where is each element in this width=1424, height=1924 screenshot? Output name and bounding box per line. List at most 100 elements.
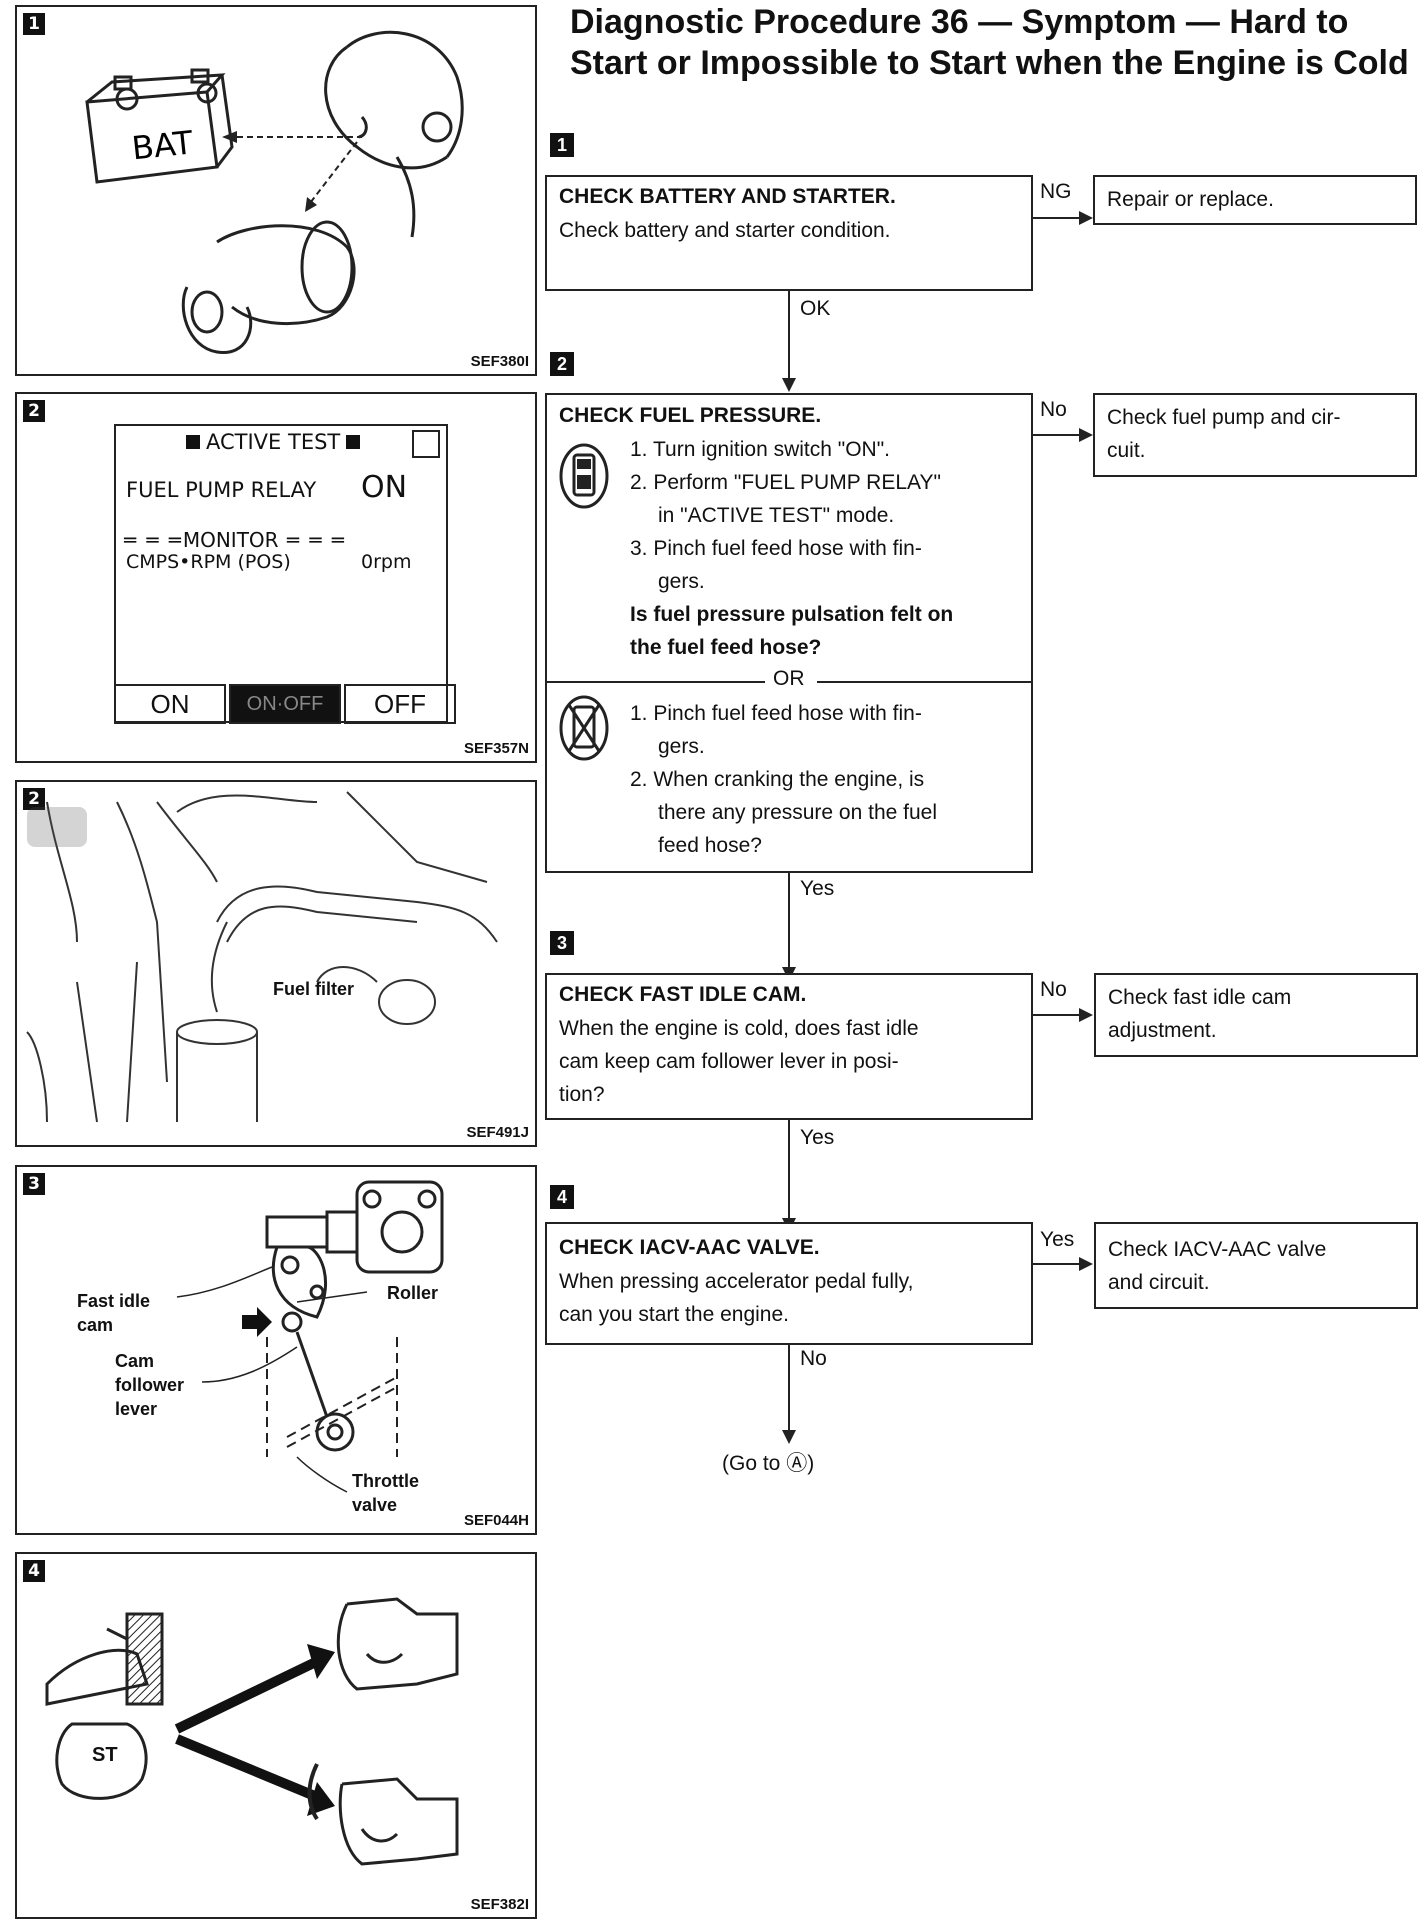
illustration-panel-5: 4 ST SEF382I bbox=[15, 1552, 537, 1919]
active-test-header: ACTIVE TEST bbox=[186, 430, 361, 454]
screen-sensor-label: CMPS•RPM (POS) bbox=[126, 551, 291, 573]
step4-no-connector bbox=[788, 1345, 790, 1432]
step2-no-label: No bbox=[1040, 398, 1067, 421]
ng-action-box: Repair or replace. bbox=[1093, 175, 1417, 225]
or-divider-left bbox=[547, 681, 765, 683]
illustration-panel-1: 1 BAT SEF380I bbox=[15, 5, 537, 376]
ng-connector bbox=[1033, 217, 1081, 219]
ng-action-text: Repair or replace. bbox=[1107, 188, 1274, 211]
step4-title: CHECK IACV-AAC VALVE. bbox=[559, 1236, 820, 1259]
figure-code: SEF044H bbox=[463, 1512, 529, 1529]
step-badge-2: 2 bbox=[550, 352, 574, 376]
consult-screen: ACTIVE TEST FUEL PUMP RELAY ON ═ ═ ═MONI… bbox=[114, 424, 448, 723]
figure-code: SEF357N bbox=[463, 740, 529, 757]
step4-text-line: can you start the engine. bbox=[559, 1303, 789, 1326]
step3-no-action-box: Check fast idle cam adjustment. bbox=[1094, 973, 1418, 1057]
screen-checkbox-icon bbox=[412, 430, 440, 458]
step2-method-a: 1. Turn ignition switch "ON". 2. Perform… bbox=[630, 433, 953, 664]
step2-no-arrowhead bbox=[1079, 428, 1093, 442]
step3-text-line: tion? bbox=[559, 1083, 605, 1106]
screen-item-label: FUEL PUMP RELAY bbox=[126, 478, 317, 502]
step3-no-action-line: Check fast idle cam bbox=[1108, 986, 1292, 1009]
figure-code: SEF491J bbox=[466, 1124, 529, 1141]
step2-a-question: Is fuel pressure pulsation felt on bbox=[630, 603, 954, 626]
step4-yes-arrowhead bbox=[1079, 1257, 1093, 1271]
step2-a-line: 3. Pinch fuel feed hose with fin- bbox=[630, 537, 922, 560]
step4-no-arrowhead bbox=[782, 1430, 796, 1444]
ok-connector bbox=[788, 291, 790, 380]
step2-no-action-line: cuit. bbox=[1107, 439, 1146, 462]
illustration-panel-4: 3 Fast idle cam Roller Cam followe bbox=[15, 1165, 537, 1535]
step2-box: CHECK FUEL PRESSURE. 1. Turn ignition sw… bbox=[545, 393, 1033, 873]
illustration-panel-3: 2 Fuel filter SEF491J bbox=[15, 780, 537, 1147]
step3-no-label: No bbox=[1040, 978, 1067, 1001]
figure-code: SEF380I bbox=[470, 353, 529, 370]
step2-a-line: gers. bbox=[658, 570, 705, 593]
screen-item-value: ON bbox=[361, 470, 408, 505]
step3-text-line: When the engine is cold, does fast idle bbox=[559, 1017, 919, 1040]
screen-button-on: ON bbox=[114, 684, 226, 724]
step3-text-line: cam keep cam follower lever in posi- bbox=[559, 1050, 899, 1073]
step2-a-line: in "ACTIVE TEST" mode. bbox=[658, 504, 895, 527]
step2-no-action-box: Check fuel pump and cir- cuit. bbox=[1093, 393, 1417, 477]
step2-title: CHECK FUEL PRESSURE. bbox=[559, 404, 822, 427]
panel-badge: 4 bbox=[23, 1560, 45, 1582]
step2-yes-connector bbox=[788, 873, 790, 969]
step2-b-line: gers. bbox=[658, 735, 705, 758]
step4-box: CHECK IACV-AAC VALVE. When pressing acce… bbox=[545, 1222, 1033, 1345]
fuel-filter-illustration bbox=[26, 791, 498, 1123]
panel-badge: 3 bbox=[23, 1173, 45, 1195]
step3-no-arrowhead bbox=[1079, 1008, 1093, 1022]
ng-arrowhead bbox=[1079, 211, 1093, 225]
panel-badge: 2 bbox=[23, 788, 45, 810]
panel-badge: 1 bbox=[23, 13, 45, 35]
accelerator-start-illustration bbox=[45, 1597, 459, 1866]
step3-no-connector bbox=[1033, 1014, 1081, 1016]
monitor-label: MONITOR bbox=[182, 528, 279, 552]
step2-b-line: feed hose? bbox=[658, 834, 762, 857]
step-badge-3: 3 bbox=[550, 931, 574, 955]
fast-idle-cam-illustration bbox=[176, 1180, 444, 1493]
roller-callout: Roller bbox=[387, 1283, 439, 1303]
step2-no-connector bbox=[1033, 434, 1081, 436]
step2-a-line: 2. Perform "FUEL PUMP RELAY" bbox=[630, 471, 941, 494]
step2-a-line: 1. Turn ignition switch "ON". bbox=[630, 438, 891, 461]
step2-b-line: 2. When cranking the engine, is bbox=[630, 768, 925, 791]
step4-yes-action-line: Check IACV-AAC valve bbox=[1108, 1238, 1327, 1261]
battery-label: BAT bbox=[130, 123, 195, 167]
page-title: Diagnostic Procedure 36 — Symptom — Hard… bbox=[570, 3, 1409, 82]
step2-a-question: the fuel feed hose? bbox=[630, 636, 822, 659]
screen-sensor-value: 0rpm bbox=[361, 551, 412, 573]
step3-box: CHECK FAST IDLE CAM. When the engine is … bbox=[545, 973, 1033, 1120]
monitor-row: ═ ═ ═MONITOR ═ ═ ═ bbox=[124, 528, 346, 552]
ok-arrowhead bbox=[782, 378, 796, 392]
consult-tool-icon bbox=[559, 443, 609, 509]
st-label: ST bbox=[92, 1744, 118, 1766]
step4-text-line: When pressing accelerator pedal fully, bbox=[559, 1270, 914, 1293]
step1-box: CHECK BATTERY AND STARTER. Check battery… bbox=[545, 175, 1033, 291]
screen-header: ACTIVE TEST bbox=[206, 430, 341, 454]
step2-b-line: 1. Pinch fuel feed hose with fin- bbox=[630, 702, 922, 725]
or-label: OR bbox=[773, 667, 805, 690]
step-badge-1: 1 bbox=[550, 133, 574, 157]
step3-yes-connector bbox=[788, 1120, 790, 1220]
step4-yes-label: Yes bbox=[1040, 1228, 1075, 1251]
step3-no-action-line: adjustment. bbox=[1108, 1019, 1217, 1042]
screen-button-on-off: ON·OFF bbox=[229, 684, 341, 724]
step1-title: CHECK BATTERY AND STARTER. bbox=[559, 185, 896, 208]
step2-yes-label: Yes bbox=[800, 877, 835, 900]
ok-label: OK bbox=[800, 297, 831, 320]
battery-starter-illustration: BAT bbox=[85, 30, 464, 354]
step4-yes-action-line: and circuit. bbox=[1108, 1271, 1210, 1294]
illustration-panel-2: 2 ACTIVE TEST FUEL PUMP RELAY ON ═ ═ ═MO… bbox=[15, 392, 537, 763]
step2-no-action-line: Check fuel pump and cir- bbox=[1107, 406, 1341, 429]
step4-no-label: No bbox=[800, 1347, 827, 1370]
step2-b-line: there any pressure on the fuel bbox=[658, 801, 938, 824]
ng-label: NG bbox=[1040, 180, 1072, 203]
or-divider-right bbox=[817, 681, 1031, 683]
throttle-valve-callout: Throttle valve bbox=[352, 1471, 419, 1515]
step3-yes-label: Yes bbox=[800, 1126, 835, 1149]
panel-badge: 2 bbox=[23, 400, 45, 422]
screen-button-off: OFF bbox=[344, 684, 456, 724]
figure-code: SEF382I bbox=[470, 1896, 529, 1913]
